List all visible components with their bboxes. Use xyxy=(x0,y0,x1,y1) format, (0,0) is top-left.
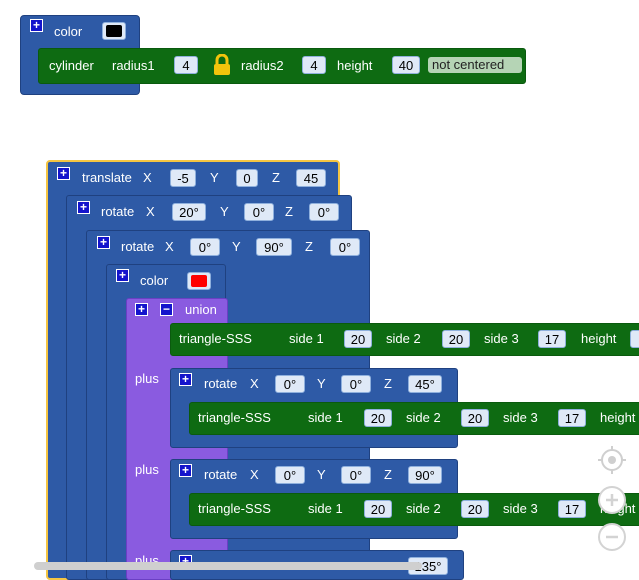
side3-input[interactable]: 17 xyxy=(558,500,586,518)
radius1-input[interactable]: 4 xyxy=(174,56,198,74)
zoom-out-icon[interactable] xyxy=(597,522,627,552)
plus-icon[interactable]: + xyxy=(179,464,192,477)
rotate-y-input[interactable]: 0° xyxy=(341,466,371,484)
side2-input[interactable]: 20 xyxy=(461,500,489,518)
plus-icon[interactable]: + xyxy=(77,201,90,214)
side1-input[interactable]: 20 xyxy=(364,409,392,427)
color-swatch[interactable] xyxy=(187,272,211,290)
side1-input[interactable]: 20 xyxy=(344,330,372,348)
translate-x-label: X xyxy=(143,170,152,185)
translate-z-label: Z xyxy=(272,170,280,185)
rotate-z-input[interactable]: 0° xyxy=(309,203,339,221)
rotate-z-label: Z xyxy=(285,204,293,219)
height-input[interactable] xyxy=(630,330,639,348)
height-label: height xyxy=(337,58,373,73)
height-label: height xyxy=(600,410,636,425)
plus-icon[interactable]: + xyxy=(179,373,192,386)
rotate-label: rotate xyxy=(101,204,135,219)
plus-icon[interactable]: + xyxy=(30,19,43,32)
rotate-y-input[interactable]: 0° xyxy=(244,203,274,221)
triangle-label: triangle-SSS xyxy=(198,410,271,425)
side3-label: side 3 xyxy=(503,501,538,516)
color-label: color xyxy=(54,24,83,39)
side2-label: side 2 xyxy=(406,501,441,516)
translate-label: translate xyxy=(82,170,132,185)
side3-label: side 3 xyxy=(503,410,538,425)
translate-y-label: Y xyxy=(210,170,219,185)
rotate-y-input[interactable]: 0° xyxy=(341,375,371,393)
centered-value: not centered xyxy=(432,57,505,72)
side3-label: side 3 xyxy=(484,331,519,346)
side1-input[interactable]: 20 xyxy=(364,500,392,518)
triangle-label: triangle-SSS xyxy=(198,501,271,516)
side3-input[interactable]: 17 xyxy=(538,330,566,348)
rotate-z-input[interactable]: 90° xyxy=(408,466,442,484)
rotate-x-input[interactable]: 20° xyxy=(172,203,206,221)
plus-label: plus xyxy=(135,462,159,477)
plus-icon[interactable]: + xyxy=(135,303,148,316)
side2-label: side 2 xyxy=(386,331,421,346)
radius2-label: radius2 xyxy=(241,58,284,73)
minus-icon[interactable]: − xyxy=(160,303,173,316)
horizontal-scrollbar[interactable] xyxy=(34,562,422,570)
rotate-y-label: Y xyxy=(317,467,326,482)
rotate-y-label: Y xyxy=(317,376,326,391)
radius1-label: radius1 xyxy=(112,58,155,73)
rotate-label: rotate xyxy=(204,376,238,391)
rotate-x-label: X xyxy=(250,467,259,482)
rotate-label: rotate xyxy=(121,239,155,254)
rotate-z-input[interactable]: 45° xyxy=(408,375,442,393)
rotate-x-label: X xyxy=(165,239,174,254)
side3-input[interactable]: 17 xyxy=(558,409,586,427)
zoom-in-icon[interactable] xyxy=(597,485,627,515)
rotate-z-label: Z xyxy=(305,239,313,254)
side1-label: side 1 xyxy=(308,501,343,516)
rotate-x-input[interactable]: 0° xyxy=(190,238,220,256)
rotate-x-input[interactable]: 0° xyxy=(275,375,305,393)
plus-label: plus xyxy=(135,371,159,386)
union-label: union xyxy=(185,302,217,317)
rotate-x-label: X xyxy=(250,376,259,391)
radius2-input[interactable]: 4 xyxy=(302,56,326,74)
height-label: height xyxy=(581,331,617,346)
target-icon[interactable] xyxy=(597,445,627,475)
rotate-x-input[interactable]: 0° xyxy=(275,466,305,484)
side2-input[interactable]: 20 xyxy=(442,330,470,348)
rotate-y-label: Y xyxy=(220,204,229,219)
lock-icon[interactable] xyxy=(212,53,232,76)
plus-icon[interactable]: + xyxy=(57,167,70,180)
rotate-x-label: X xyxy=(146,204,155,219)
rotate-z-label: Z xyxy=(384,376,392,391)
side2-input[interactable]: 20 xyxy=(461,409,489,427)
side1-label: side 1 xyxy=(289,331,324,346)
translate-y-input[interactable]: 0 xyxy=(236,169,258,187)
cylinder-label: cylinder xyxy=(49,58,94,73)
side2-label: side 2 xyxy=(406,410,441,425)
rotate-z-input[interactable]: 0° xyxy=(330,238,360,256)
color-label: color xyxy=(140,273,169,288)
height-input[interactable]: 40 xyxy=(392,56,420,74)
centered-dropdown[interactable]: not centered xyxy=(428,57,522,73)
translate-z-input[interactable]: 45 xyxy=(296,169,326,187)
rotate-y-input[interactable]: 90° xyxy=(256,238,292,256)
rotate-label: rotate xyxy=(204,467,238,482)
color-swatch[interactable] xyxy=(102,22,126,40)
rotate-z-label: Z xyxy=(384,467,392,482)
plus-icon[interactable]: + xyxy=(97,236,110,249)
plus-icon[interactable]: + xyxy=(116,269,129,282)
rotate-y-label: Y xyxy=(232,239,241,254)
color-swatch-fill xyxy=(191,275,207,287)
triangle-label: triangle-SSS xyxy=(179,331,252,346)
side1-label: side 1 xyxy=(308,410,343,425)
color-swatch-fill xyxy=(106,25,122,37)
translate-x-input[interactable]: -5 xyxy=(170,169,196,187)
